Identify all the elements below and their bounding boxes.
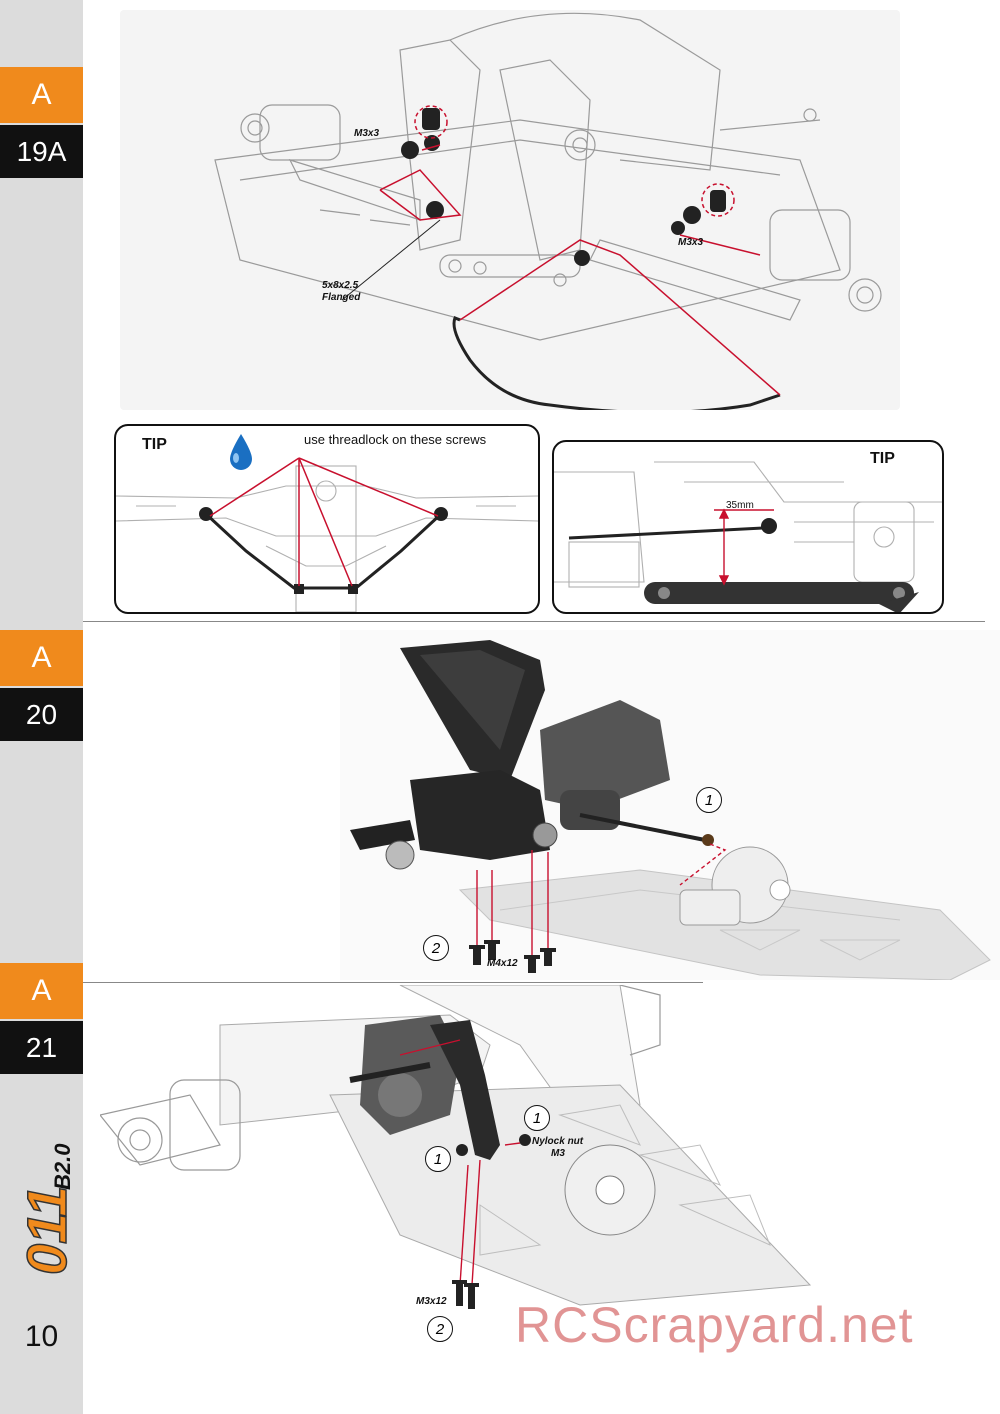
step-number-21: 21 [0,1021,83,1074]
callout-20-1: 1 [696,787,722,813]
threadlock-drop-icon [230,434,252,470]
callout-21-1a: 1 [524,1105,550,1131]
tip-title-right: TIP [870,450,895,467]
divider-step21 [83,982,703,983]
tip-box-measure: TIP 35mm [552,440,944,614]
step-number-19a: 19A [0,125,83,178]
step20-drawing [340,630,1000,980]
label-bearing-flanged: Flanged [322,292,361,303]
tip-title-left: TIP [142,436,167,453]
tip-threadlock-drawing [116,457,538,612]
label-m4x12: M4x12 [487,958,518,969]
tip-measure-drawing [554,461,942,612]
label-nylock-nut: Nylock nut [532,1136,584,1147]
brand-logo: 011 [18,1185,78,1276]
section-tab-20: A [0,630,83,686]
label-bearing-size: 5x8x2.5 [322,280,359,291]
divider-step20 [83,621,985,622]
label-m3x3-right: M3x3 [678,237,704,248]
section-tab-19a: A [0,67,83,123]
svg-text:011: 011 [18,1186,78,1275]
watermark: RCScrapyard.net [515,1297,914,1353]
tip-text-threadlock: use threadlock on these screws [304,432,487,447]
callout-21-1b: 1 [425,1146,451,1172]
tip-box-threadlock: TIP use threadlock on these screws [114,424,540,614]
callout-20-2: 2 [423,935,449,961]
tip-measure-value: 35mm [726,500,754,511]
callout-21-2: 2 [427,1316,453,1342]
step21-drawing [100,985,812,1309]
label-m3x3-left: M3x3 [354,128,380,139]
step-number-20: 20 [0,688,83,741]
section-tab-21: A [0,963,83,1019]
label-nylock-size: M3 [551,1148,565,1159]
label-m3x12: M3x12 [416,1296,447,1307]
step19a-drawing [120,10,900,410]
logo-text: B2.0 [50,1143,75,1190]
page-number: 10 [24,1320,59,1353]
